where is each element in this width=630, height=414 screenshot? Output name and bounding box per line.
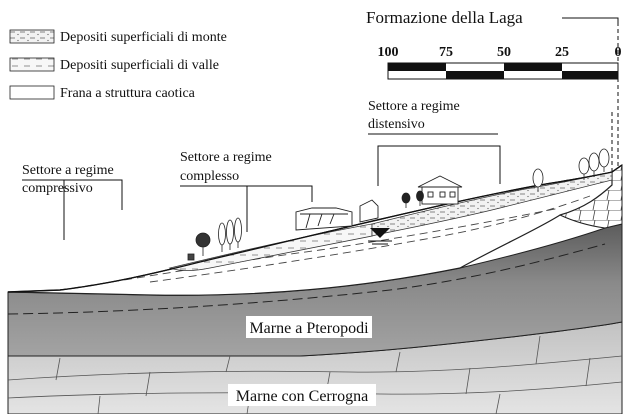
legend-swatch-valle [9,57,55,72]
sector-brackets [22,133,501,240]
legend-swatch-monte [9,29,55,44]
trees-group [187,148,610,261]
scale-tick-25: 25 [555,45,569,60]
legend-swatch-frana [9,85,55,100]
ground-surface [7,164,623,293]
sector-compressivo-line1: Settore a regime [22,163,114,178]
marne-cerrogna-label: Marne con Cerrogna [236,388,368,405]
cerrogna-label-box [228,384,376,406]
scale-bar: 100 75 50 25 0 [378,45,622,80]
scale-tick-0: 0 [615,45,622,60]
sector-distensivo-line2: distensivo [368,117,425,132]
legend: Depositi superficiali di monte Depositi … [9,29,227,101]
sector-complesso-line1: Settore a regime [180,150,272,165]
scale-tick-75: 75 [439,45,453,60]
building-complesso [295,199,379,231]
depositi-monte [371,171,613,237]
water-table-symbol [368,228,392,245]
building-distensivo [417,175,463,205]
marne-pteropodi-label: Marne a Pteropodi [249,320,369,337]
formation-label: Formazione della Laga [366,8,523,27]
internal-slip-2 [149,195,591,283]
sector-compressivo-line2: compressivo [22,181,93,196]
formation-leader-line [562,17,619,26]
sector-distensivo-line1: Settore a regime [368,99,460,114]
internal-slip-1 [59,207,561,291]
scale-tick-50: 50 [497,45,511,60]
laga-scarp [611,24,619,172]
sector-complesso-line2: complesso [180,169,239,184]
scale-tick-100: 100 [378,45,399,60]
legend-label-frana: Frana a struttura caotica [60,86,196,101]
deep-slip-surface [7,243,606,315]
pteropodi-label-box [246,316,372,338]
legend-label-valle: Depositi superficiali di valle [60,58,219,73]
legend-label-monte: Depositi superficiali di monte [60,30,227,45]
